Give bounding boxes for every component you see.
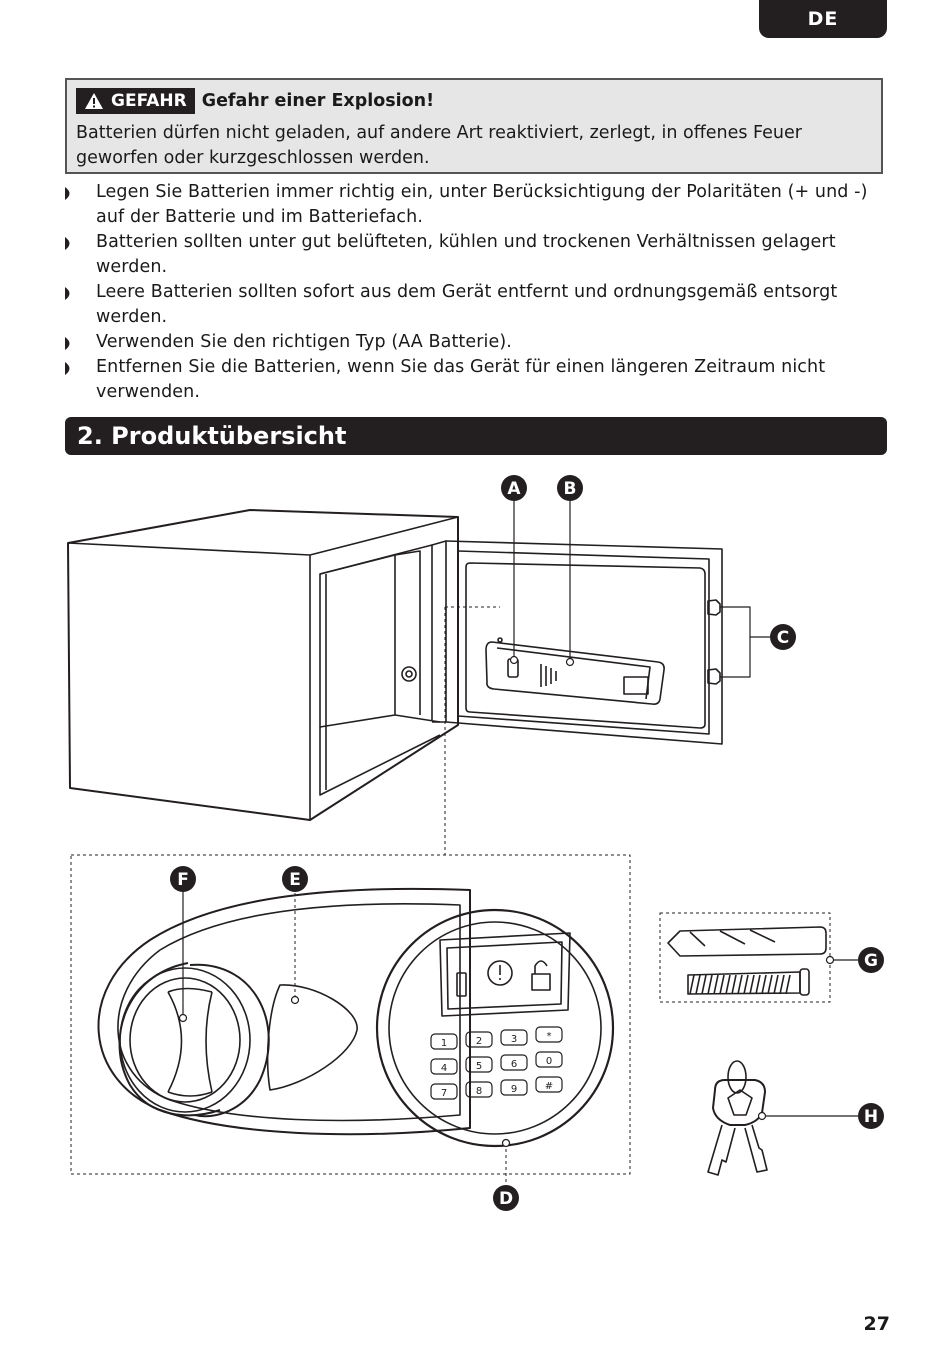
section-title-bar: 2. Produktübersicht: [65, 417, 887, 455]
list-item: Legen Sie Batterien immer richtig ein, u…: [65, 180, 885, 230]
list-item-text: Verwenden Sie den richtigen Typ (AA Batt…: [96, 332, 512, 352]
callout-d: D: [493, 1185, 519, 1211]
keypad-key: 2: [476, 1036, 482, 1047]
keypad-keys: [430, 1026, 563, 1100]
keypad-key: 3: [511, 1034, 517, 1045]
keypad-key: 9: [511, 1084, 517, 1095]
danger-warning-box: GEFAHR Gefahr einer Explosion! Batterien…: [65, 78, 883, 174]
keypad-key: #: [545, 1081, 553, 1092]
callout-label: E: [289, 870, 301, 890]
section-title: 2. Produktübersicht: [77, 422, 347, 450]
keypad-key: *: [547, 1031, 552, 1042]
bullet-icon: [65, 287, 70, 300]
list-item-text: Batterien sollten unter gut belüfteten, …: [96, 232, 836, 277]
callout-label: H: [864, 1107, 878, 1127]
danger-badge-label: GEFAHR: [111, 91, 187, 111]
danger-badge: GEFAHR: [76, 88, 195, 114]
callout-label: D: [499, 1189, 513, 1209]
list-item-text: Leere Batterien sollten sofort aus dem G…: [96, 282, 838, 327]
bullet-icon: [65, 187, 70, 200]
callout-label: F: [177, 870, 189, 890]
danger-title: Gefahr einer Explosion!: [201, 91, 435, 111]
list-item: Leere Batterien sollten sofort aus dem G…: [65, 280, 885, 330]
warning-triangle-icon: [85, 93, 103, 109]
list-item-text: Legen Sie Batterien immer richtig ein, u…: [96, 182, 868, 227]
callout-label: C: [777, 628, 789, 648]
keys-illustration: [707, 1060, 768, 1176]
safe-door-illustration: [445, 540, 723, 745]
list-item: Entfernen Sie die Batterien, wenn Sie da…: [65, 355, 885, 405]
list-item: Batterien sollten unter gut belüfteten, …: [65, 230, 885, 280]
callout-b: B: [557, 475, 583, 501]
keypad-key: 4: [441, 1063, 447, 1074]
callout-label: A: [507, 479, 521, 499]
list-item: Verwenden Sie den richtigen Typ (AA Batt…: [65, 330, 885, 355]
keypad-key: 8: [476, 1086, 482, 1097]
bullet-icon: [65, 237, 70, 250]
lock-plate-illustration: [97, 887, 615, 1148]
battery-instructions-list: Legen Sie Batterien immer richtig ein, u…: [65, 180, 885, 405]
page-number: 27: [863, 1313, 890, 1335]
bullet-icon: [65, 337, 70, 350]
danger-header: GEFAHR Gefahr einer Explosion!: [76, 87, 871, 115]
callout-f: F: [170, 866, 196, 892]
callout-label: G: [864, 951, 878, 971]
list-item-text: Entfernen Sie die Batterien, wenn Sie da…: [96, 357, 826, 402]
callout-a: A: [501, 475, 527, 501]
keypad-key: 5: [476, 1061, 482, 1072]
product-overview-figure: 1 2 3 * 4 5 6 0 7 8 9 # A B C D E F G: [67, 475, 884, 1211]
keypad-key: 6: [511, 1059, 517, 1070]
language-tab: DE: [759, 0, 887, 38]
keypad-key: 7: [441, 1088, 447, 1099]
callout-label: B: [564, 479, 577, 499]
wall-anchors-illustration: [667, 926, 827, 996]
safe-body-illustration: [67, 509, 459, 821]
callout-c: C: [770, 624, 796, 650]
keypad-key: 0: [546, 1056, 552, 1067]
callout-h: H: [858, 1103, 884, 1129]
danger-text: Batterien dürfen nicht geladen, auf ande…: [76, 123, 802, 168]
keypad-key: 1: [441, 1038, 447, 1049]
callout-g: G: [858, 947, 884, 973]
callout-e: E: [282, 866, 308, 892]
bullet-icon: [65, 362, 70, 375]
